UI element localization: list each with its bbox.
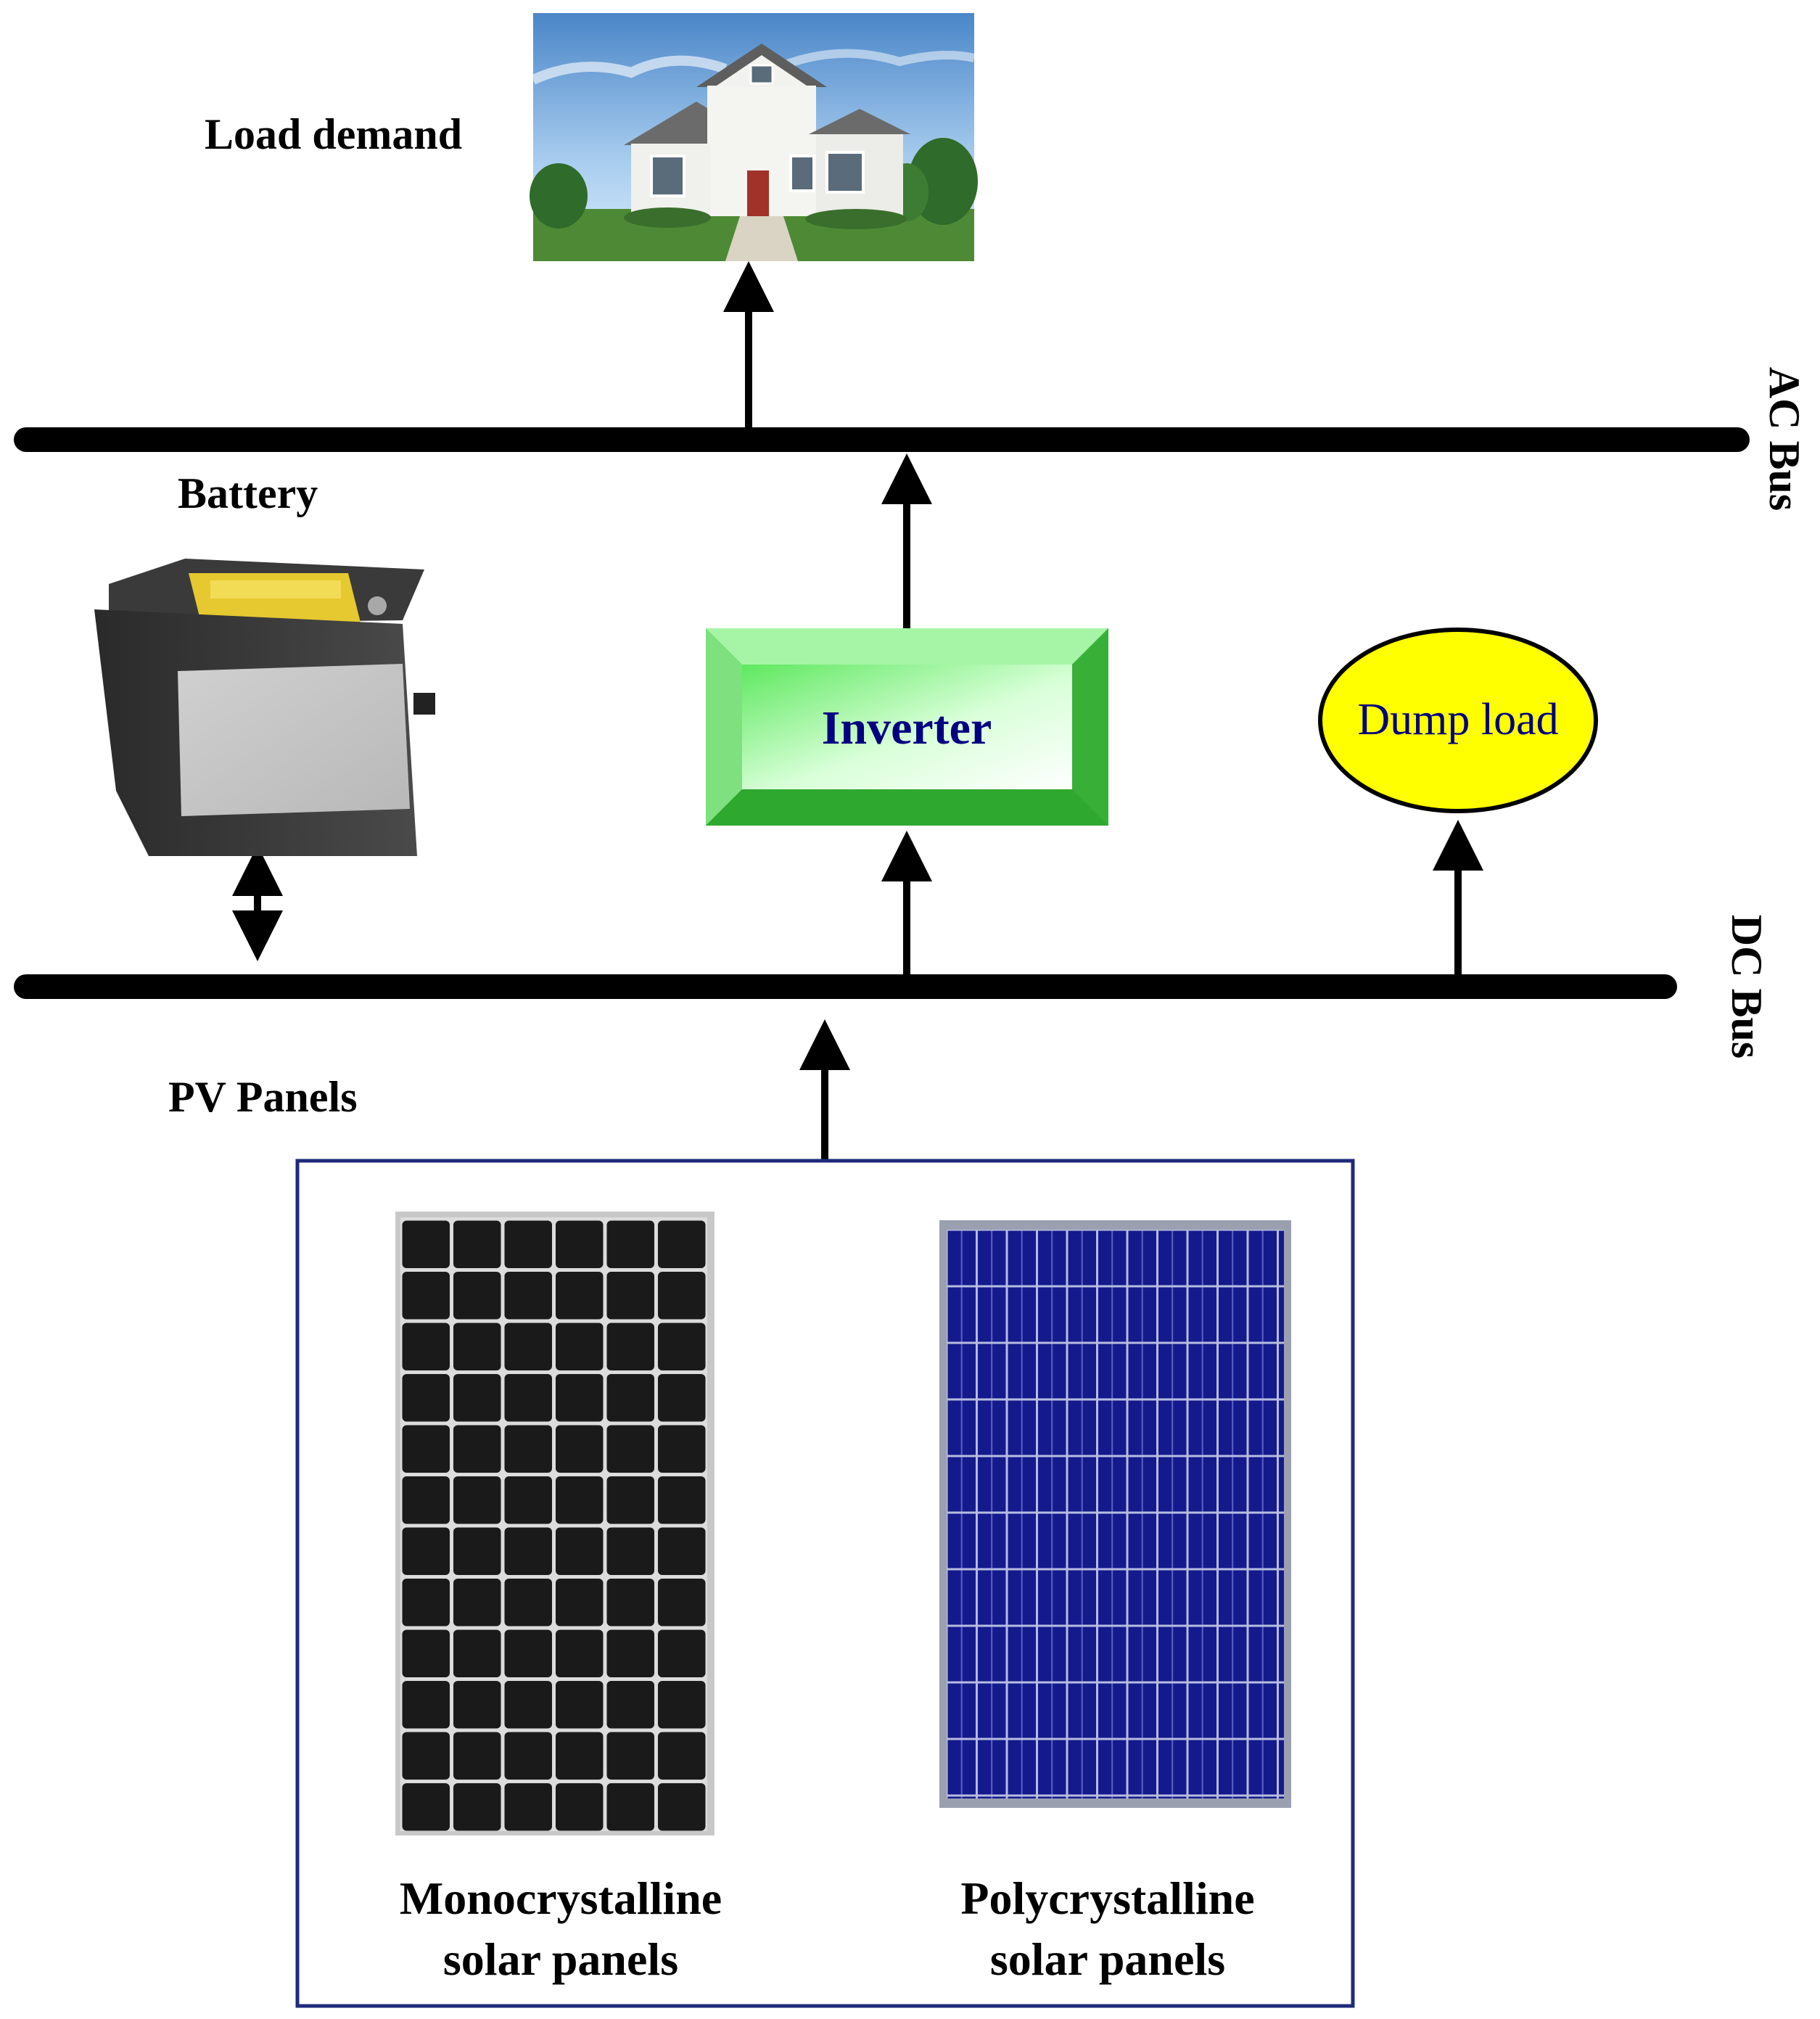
battery-label: Battery: [178, 469, 318, 517]
battery-icon: [94, 559, 435, 856]
pv-panels-label: PV Panels: [168, 1073, 358, 1121]
poly-panel-label-line2: solar panels: [990, 1933, 1225, 1985]
poly-panel-label-line1: Polycrystalline: [960, 1872, 1254, 1924]
load-demand-label: Load demand: [205, 110, 462, 158]
ac-bus-label: AC Bus: [1761, 367, 1808, 511]
polycrystalline-panel-icon: [939, 1220, 1291, 1808]
inverter-box: [706, 628, 1108, 826]
dump-load-label: Dump load: [1357, 695, 1558, 744]
house-icon: [530, 13, 978, 261]
dc-bus-label: DC Bus: [1723, 915, 1771, 1058]
pv-panels-frame: [295, 1159, 1355, 2008]
monocrystalline-panel-icon: [395, 1212, 715, 1835]
inverter-label: Inverter: [822, 702, 992, 754]
mono-panel-label-line1: Monocrystalline: [400, 1872, 722, 1924]
dump-load-ellipse: [1318, 628, 1598, 813]
mono-panel-label-line2: solar panels: [443, 1933, 678, 1985]
